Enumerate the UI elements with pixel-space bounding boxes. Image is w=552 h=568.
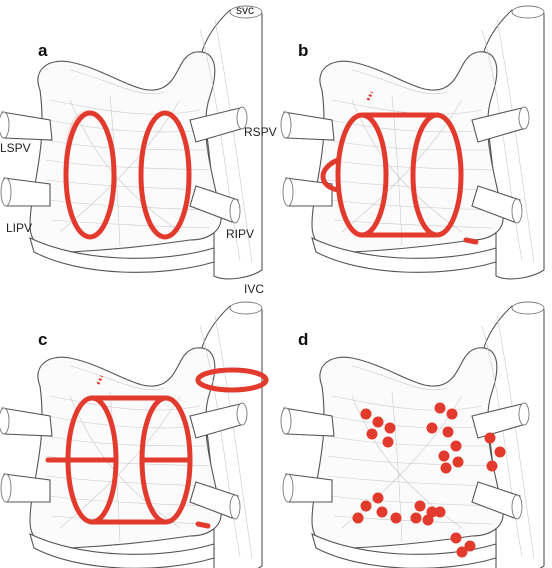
- panel-c: c: [0, 301, 269, 568]
- label-lipv: LIPV: [6, 221, 32, 235]
- focal-ablation-dot: [352, 512, 364, 524]
- lesion-set-c: [45, 367, 269, 529]
- panel-letter-d: d: [298, 330, 308, 349]
- focal-ablation-dot: [434, 402, 446, 414]
- panel-d: d: [280, 301, 545, 568]
- svc-isolation-ring-c: [195, 367, 269, 393]
- focal-ablation-dot: [464, 540, 476, 552]
- atrium-illustration-d: [280, 301, 545, 568]
- roof-extension-lesion-b: [366, 91, 374, 101]
- focal-ablation-dot: [366, 428, 378, 440]
- focal-ablation-dot: [450, 532, 462, 544]
- focal-ablation-dot: [426, 422, 438, 434]
- label-lspv: LSPV: [0, 141, 31, 155]
- mitral-isthmus-lesion-c: [195, 521, 211, 529]
- label-rspv: RSPV: [244, 125, 277, 139]
- focal-ablation-dot: [494, 446, 506, 458]
- focal-ablation-points-d: [352, 402, 506, 558]
- roof-extension-lesion-c: [96, 375, 104, 385]
- focal-ablation-dot: [486, 460, 498, 472]
- focal-ablation-dot: [438, 450, 450, 462]
- label-svc: svc: [236, 3, 254, 17]
- focal-ablation-dot: [452, 456, 464, 468]
- focal-ablation-dot: [446, 408, 458, 420]
- focal-ablation-dot: [450, 440, 462, 452]
- right-pv-ring-a: [138, 110, 192, 240]
- lesion-set-b: [320, 91, 479, 245]
- focal-ablation-dot: [456, 546, 468, 558]
- focal-ablation-dot: [360, 408, 372, 420]
- panel-b: b: [280, 5, 545, 280]
- pv-isolation-rings-a: [63, 109, 192, 240]
- focal-ablation-dot: [410, 512, 422, 524]
- focal-ablation-dot: [414, 500, 426, 512]
- focal-ablation-dot: [372, 416, 384, 428]
- focal-ablation-dot: [384, 422, 396, 434]
- atrium-illustration-b: [280, 5, 545, 280]
- panel-letter-b: b: [298, 41, 308, 60]
- left-pv-ring-a: [63, 110, 117, 240]
- panel-letter-c: c: [38, 330, 47, 349]
- focal-ablation-dot: [442, 426, 454, 438]
- label-ivc: IVC: [244, 282, 264, 296]
- focal-ablation-dot: [382, 436, 394, 448]
- focal-ablation-dot: [434, 506, 446, 518]
- left-appendage-lesion-b: [320, 157, 341, 193]
- focal-ablation-dot: [360, 500, 372, 512]
- focal-ablation-dot: [372, 492, 384, 504]
- focal-ablation-dot: [390, 512, 402, 524]
- mitral-isthmus-lesion-b: [463, 237, 479, 245]
- focal-ablation-dot: [440, 462, 452, 474]
- label-ripv: RIPV: [226, 227, 254, 241]
- focal-ablation-dot: [376, 506, 388, 518]
- panel-a: a svc LSPV LIPV RSPV RIPV IVC: [0, 3, 277, 296]
- focal-ablation-dot: [422, 514, 434, 526]
- focal-ablation-dot: [484, 432, 496, 444]
- panel-letter-a: a: [38, 41, 48, 60]
